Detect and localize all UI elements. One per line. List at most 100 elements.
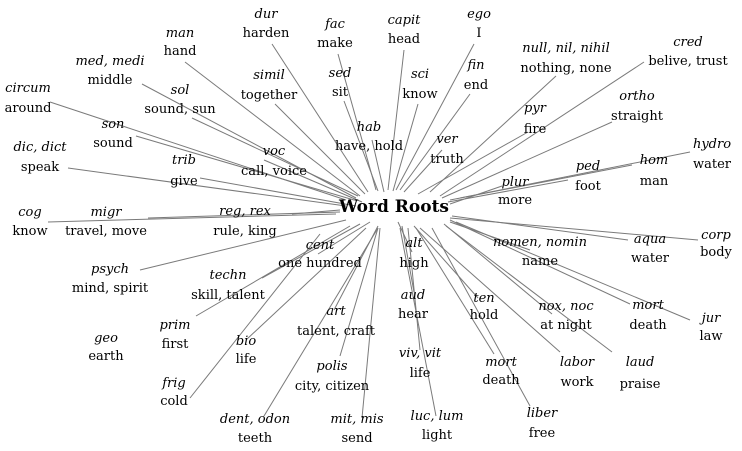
meaning-label-jur: law bbox=[699, 329, 722, 344]
meaning-label-trib: give bbox=[170, 174, 198, 189]
spoke-line-frig bbox=[189, 233, 321, 399]
root-label-sol: sol bbox=[171, 83, 190, 98]
root-label-ortho: ortho bbox=[619, 89, 655, 104]
spoke-line-ego bbox=[395, 43, 475, 191]
meaning-label-corp: body bbox=[700, 245, 732, 260]
root-label-cent: cent bbox=[306, 238, 335, 253]
center-label: Word Roots bbox=[338, 197, 449, 217]
spoke-line-mort2 bbox=[415, 227, 495, 355]
meaning-label-hab: have, hold bbox=[335, 139, 403, 154]
meaning-label-reg: rule, king bbox=[213, 224, 276, 239]
spoke-line-sed bbox=[343, 100, 379, 192]
spoke-line-ped bbox=[447, 179, 569, 203]
meaning-label-ego: I bbox=[476, 26, 481, 41]
spoke-line-simil bbox=[274, 103, 366, 195]
meaning-label-viv: life bbox=[410, 366, 431, 381]
meaning-label-bio: life bbox=[236, 352, 257, 367]
spoke-line-sol bbox=[191, 117, 359, 197]
root-label-mort2: mort bbox=[485, 355, 517, 370]
root-label-son: son bbox=[102, 117, 125, 132]
root-label-aqua: aqua bbox=[634, 232, 666, 247]
meaning-label-hom: man bbox=[640, 174, 669, 189]
root-label-nomen: nomen, nomin bbox=[493, 235, 587, 250]
spoke-line-reg bbox=[291, 209, 341, 215]
meaning-label-ver: truth bbox=[430, 152, 464, 167]
spoke-line-laud bbox=[445, 225, 613, 353]
root-label-aud: aud bbox=[401, 288, 425, 303]
spoke-line-dic bbox=[67, 167, 347, 207]
meaning-label-mort1: death bbox=[629, 318, 667, 333]
spoke-line-ver bbox=[403, 149, 443, 193]
meaning-label-ped: foot bbox=[575, 179, 601, 194]
spoke-line-man bbox=[184, 61, 361, 197]
meaning-label-luc: light bbox=[422, 428, 453, 443]
root-label-ten: ten bbox=[473, 291, 494, 306]
spokes-layer bbox=[47, 43, 699, 419]
root-label-hab: hab bbox=[357, 120, 381, 135]
spoke-line-null bbox=[429, 75, 557, 193]
meaning-label-voc: call, voice bbox=[241, 164, 307, 179]
meaning-label-circum: around bbox=[5, 101, 52, 116]
root-label-luc: luc, lum bbox=[411, 409, 464, 424]
meaning-label-cent: one hundred bbox=[278, 256, 362, 271]
root-label-sci: sci bbox=[411, 67, 429, 82]
meaning-label-cog: know bbox=[12, 224, 47, 239]
root-label-dic: dic, dict bbox=[13, 140, 67, 155]
meaning-label-med: middle bbox=[88, 73, 133, 88]
meaning-label-fin: end bbox=[464, 78, 488, 93]
root-label-man: man bbox=[166, 26, 194, 41]
spoke-line-nox bbox=[443, 223, 553, 315]
root-label-null: null, nil, nihil bbox=[522, 41, 610, 56]
meaning-label-son: sound bbox=[93, 136, 133, 151]
root-label-viv: viv, vit bbox=[399, 346, 442, 361]
spoke-line-fin bbox=[399, 93, 471, 191]
meaning-label-dent: teeth bbox=[238, 431, 273, 446]
root-label-jur: jur bbox=[699, 311, 721, 326]
root-label-ego: ego bbox=[467, 7, 491, 22]
spoke-line-viv bbox=[407, 227, 421, 351]
root-label-plur: plur bbox=[501, 175, 529, 190]
root-label-simil: simil bbox=[253, 68, 284, 83]
spoke-line-ten bbox=[413, 225, 479, 299]
spoke-line-sci bbox=[392, 103, 419, 192]
root-label-sed: sed bbox=[329, 66, 352, 81]
spoke-line-aud bbox=[401, 225, 415, 293]
root-label-techn: techn bbox=[210, 268, 247, 283]
root-label-capit: capit bbox=[388, 13, 422, 28]
meaning-label-aqua: water bbox=[631, 251, 670, 266]
root-label-ver: ver bbox=[436, 132, 458, 147]
root-label-bio: bio bbox=[236, 334, 256, 349]
root-label-hydro: hydro bbox=[693, 137, 731, 152]
root-label-psych: psych bbox=[91, 262, 129, 277]
root-label-dur: dur bbox=[255, 7, 279, 22]
root-label-mit: mit, mis bbox=[330, 412, 383, 427]
spoke-line-pyr bbox=[417, 131, 529, 195]
meaning-label-simil: together bbox=[241, 88, 298, 103]
root-label-migr: migr bbox=[90, 205, 122, 220]
meaning-label-geo: earth bbox=[88, 349, 124, 364]
meaning-label-dur: harden bbox=[243, 26, 290, 41]
root-label-circum: circum bbox=[5, 81, 51, 96]
root-label-reg: reg, rex bbox=[219, 204, 271, 219]
spoke-line-ortho bbox=[441, 121, 613, 199]
meaning-label-man: hand bbox=[164, 44, 197, 59]
root-label-alt: alt bbox=[405, 236, 423, 251]
meaning-label-mit: send bbox=[341, 431, 372, 446]
meaning-label-labor: work bbox=[560, 375, 593, 390]
root-label-fin: fin bbox=[466, 58, 484, 73]
spoke-line-liber bbox=[431, 227, 531, 407]
spoke-line-voc bbox=[263, 159, 363, 203]
root-label-geo: geo bbox=[94, 331, 118, 346]
spoke-line-plur bbox=[449, 185, 503, 205]
labels-layer: manhanddurhardenfacmakecapitheadegoIcred… bbox=[5, 7, 733, 446]
meaning-label-prim: first bbox=[162, 337, 190, 352]
spoke-line-dent bbox=[263, 227, 379, 417]
spoke-line-med bbox=[141, 83, 357, 199]
meaning-label-art: talent, craft bbox=[297, 324, 376, 339]
meaning-label-techn: skill, talent bbox=[191, 288, 265, 303]
spoke-line-jur bbox=[455, 221, 691, 321]
root-label-polis: polis bbox=[316, 359, 347, 374]
spoke-line-polis bbox=[339, 227, 379, 357]
spoke-line-fac bbox=[337, 53, 377, 191]
